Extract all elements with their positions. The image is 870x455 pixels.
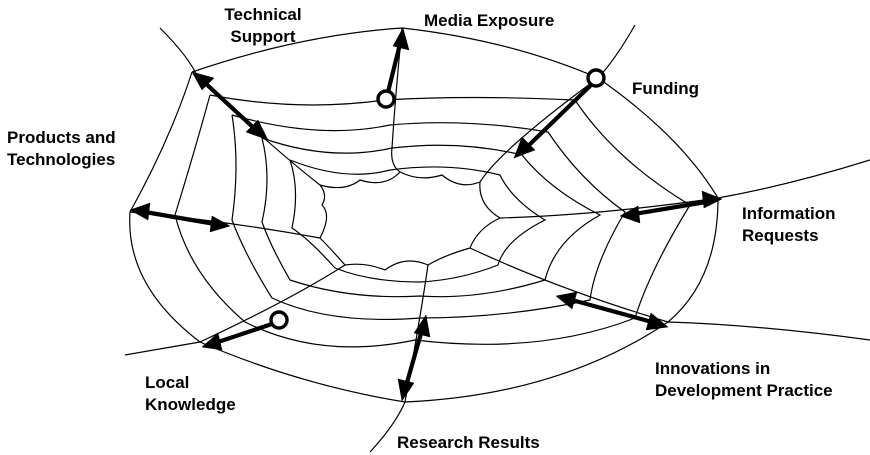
arrowhead-outer (129, 202, 151, 221)
arrowhead-inner (555, 291, 578, 310)
spoke-innovations (469, 247, 870, 341)
label-research-results: Research Results (397, 433, 540, 452)
spoke-funding (479, 24, 636, 183)
arrowhead-inner (513, 136, 536, 159)
arrow-local-knowledge (201, 310, 289, 351)
arrowhead-inner (619, 205, 641, 224)
arrowhead-inner (245, 119, 269, 141)
arrow-research-results (397, 314, 431, 402)
label-local-knowledge: Local Knowledge (145, 373, 236, 414)
label-media-exposure: Media Exposure (424, 11, 555, 30)
spoke-technical-support (159, 27, 321, 186)
spoke-local-knowledge (124, 264, 346, 356)
ring-5 (289, 159, 547, 283)
inner-hub (319, 171, 502, 271)
node-local-knowledge (269, 310, 289, 330)
node-media-exposure (376, 89, 396, 109)
arrow-funding (513, 68, 606, 159)
arrowhead-outer (392, 27, 410, 51)
spoke-media-exposure (391, 27, 403, 173)
ring-3 (231, 114, 626, 321)
arrow-information-requests (619, 190, 723, 224)
arrowhead-inner (413, 314, 431, 338)
label-information-requests: Information Requests (742, 204, 836, 245)
arrowhead-outer (645, 312, 669, 331)
connection-arrows (129, 27, 723, 402)
spoke-research-results (369, 264, 429, 453)
label-innovations: Innovations in Development Practice (655, 359, 833, 400)
arrow-innovations (555, 291, 669, 331)
node-funding (586, 68, 606, 88)
arrowhead-outer (201, 332, 223, 351)
arrowhead-outer (701, 190, 723, 209)
arrowhead-inner (209, 215, 231, 233)
arrowhead-outer (397, 378, 415, 402)
arrowhead-outer (191, 71, 215, 91)
label-funding: Funding (632, 79, 700, 98)
label-technical-support: Technical Support (224, 5, 302, 46)
ring-4 (261, 137, 602, 298)
arrow-technical-support (191, 71, 269, 141)
arrow-products-and-technologies (129, 202, 231, 233)
label-products-and-technologies: Products and Technologies (7, 128, 116, 169)
arrow-media-exposure (376, 27, 410, 109)
